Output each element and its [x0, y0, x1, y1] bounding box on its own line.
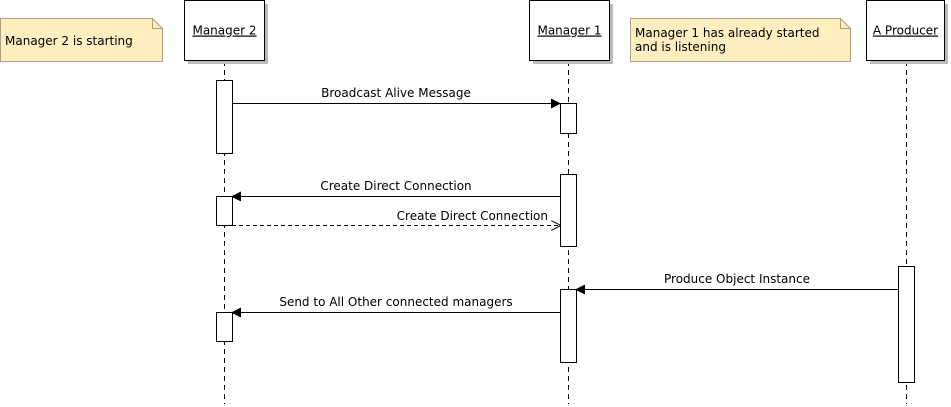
participant-label: A Producer [873, 24, 938, 38]
activation-bar-manager2 [216, 196, 233, 226]
message-send-to-all-managers: Send to All Other connected managers [231, 295, 560, 318]
message-label: Create Direct Connection [320, 179, 471, 193]
activation-bar-manager1 [560, 103, 577, 134]
activation-bar-manager2 [216, 80, 233, 154]
message-broadcast-alive: Broadcast Alive Message [232, 86, 561, 109]
note-text: Manager 1 has already started [635, 26, 819, 40]
message-label: Create Direct Connection [397, 209, 548, 223]
message-label: Send to All Other connected managers [279, 295, 512, 309]
message-create-direct-connection-reply: Create Direct Connection [232, 209, 560, 226]
activation-bar-manager1 [560, 174, 577, 247]
participant-label: Manager 2 [192, 24, 256, 38]
message-create-direct-connection: Create Direct Connection [231, 179, 560, 202]
note-text: Manager 2 is starting [5, 34, 133, 48]
note-manager1-listening: Manager 1 has already started and is lis… [630, 18, 851, 62]
message-produce-object-instance: Produce Object Instance [575, 272, 898, 295]
activation-bar-manager1 [560, 289, 577, 363]
message-label: Broadcast Alive Message [321, 86, 471, 100]
participant-producer: A Producer [866, 0, 948, 404]
note-text: and is listening [635, 40, 726, 54]
message-label: Produce Object Instance [664, 272, 810, 286]
activation-bar-manager2 [216, 312, 233, 342]
activation-bar-producer [898, 266, 915, 383]
participant-manager2: Manager 2 [184, 0, 268, 404]
participant-label: Manager 1 [537, 24, 601, 38]
note-manager2-starting: Manager 2 is starting [0, 18, 163, 62]
